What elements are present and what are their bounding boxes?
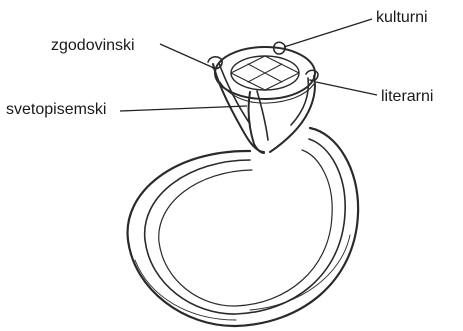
ring-band [128, 128, 359, 326]
leader-svetopisemski [120, 106, 247, 111]
label-literarni: literarni [381, 88, 433, 106]
leader-kulturni [284, 19, 372, 47]
gem [215, 47, 315, 103]
leader-zgodovinski [160, 44, 214, 68]
label-svetopisemski: svetopisemski [6, 101, 106, 119]
label-zgodovinski: zgodovinski [51, 37, 135, 55]
leader-literarni [316, 82, 377, 95]
label-kulturni: kulturni [376, 9, 428, 27]
